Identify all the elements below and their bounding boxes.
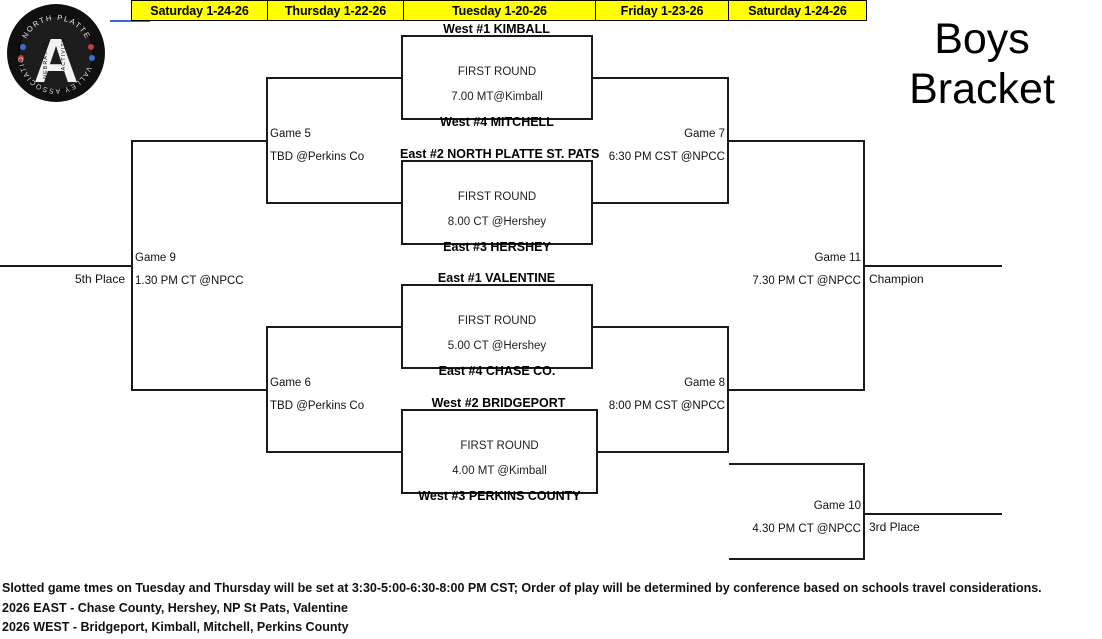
game9-line-bottom [131, 389, 267, 391]
game6-line-bottom [266, 451, 402, 453]
blue-divider-rule [110, 20, 150, 22]
game11-line-vertical [863, 140, 865, 391]
page-title-line2: Bracket [909, 65, 1055, 113]
game7-line-bottom [593, 202, 729, 204]
game7-name: Game 7 [684, 128, 725, 140]
game8-label: Game 8 8:00 PM CST @NPCC [547, 377, 725, 412]
game7-time: 6:30 PM CST @NPCC [608, 151, 725, 163]
game8-time: 8:00 PM CST @NPCC [608, 400, 725, 412]
first-round-2-top-team: East #2 NORTH PLATTE ST. PATS [400, 147, 600, 161]
first-round-game-4: FIRST ROUND 4.00 MT @Kimball West #3 PER… [401, 409, 598, 503]
third-place-label: 3rd Place [869, 520, 920, 534]
npva-logo: NORTH PLATTE VALLEY ASSOCIATION A NEBRAS… [7, 4, 105, 102]
date-cell-1: Thursday 1-22-26 [268, 1, 404, 20]
svg-text:A: A [34, 27, 79, 96]
game8-name: Game 8 [684, 377, 725, 389]
game5-name: Game 5 [270, 128, 311, 140]
date-cell-3: Friday 1-23-26 [596, 1, 729, 20]
game5-label: Game 5 TBD @Perkins Co [270, 128, 364, 163]
game5-time: TBD @Perkins Co [270, 151, 365, 163]
first-round-game-1: FIRST ROUND 7.00 MT@Kimball West #4 MITC… [401, 35, 593, 129]
game10-time: 4.30 PM CT @NPCC [752, 523, 861, 535]
footer-line-2: 2026 EAST - Chase County, Hershey, NP St… [2, 600, 348, 615]
game10-line-bottom [729, 558, 865, 560]
date-cell-2: Tuesday 1-20-26 [404, 1, 596, 20]
game8-line-vertical [727, 326, 729, 453]
first-round-game-3: FIRST ROUND 5.00 CT @Hershey East #4 CHA… [401, 284, 593, 378]
game5-line-bottom [266, 202, 402, 204]
svg-text:NEBRASKA: NEBRASKA [43, 41, 49, 79]
game11-line-bottom [729, 389, 865, 391]
game10-name: Game 10 [813, 500, 861, 512]
game11-label: Game 11 7.30 PM CT @NPCC [683, 252, 861, 287]
game6-name: Game 6 [270, 377, 311, 389]
first-round-4-bottom-team: West #3 PERKINS COUNTY [418, 489, 581, 503]
footer-line-1: Slotted game tmes on Tuesday and Thursda… [2, 581, 1042, 595]
first-round-3-bottom-team: East #4 CHASE CO. [438, 364, 556, 378]
game5-line-top [266, 77, 402, 79]
game11-line-top [729, 140, 865, 142]
game11-time: 7.30 PM CT @NPCC [752, 275, 861, 287]
game9-output-line [0, 265, 132, 267]
svg-text:ACTIVITY: ACTIVITY [61, 38, 67, 71]
game5-line-vertical [266, 77, 268, 204]
date-cell-0: Saturday 1-24-26 [132, 1, 268, 20]
first-round-3-round: FIRST ROUND [457, 315, 537, 327]
first-round-2-time: 8.00 CT @Hershey [447, 216, 547, 228]
game11-output-line [865, 265, 1002, 267]
game6-label: Game 6 TBD @Perkins Co [270, 377, 364, 412]
first-round-1-bottom-team: West #4 MITCHELL [440, 115, 554, 129]
first-round-1-round: FIRST ROUND [457, 66, 537, 78]
champion-label: Champion [869, 272, 924, 286]
game8-line-bottom [598, 451, 729, 453]
game9-name: Game 9 [135, 252, 176, 264]
first-round-1-top-team: West #1 KIMBALL [443, 22, 550, 36]
game9-label: Game 9 1.30 PM CT @NPCC [135, 252, 244, 287]
game7-line-top [593, 77, 729, 79]
game6-line-vertical [266, 326, 268, 453]
page-title: Boys Bracket [862, 14, 1102, 114]
game6-time: TBD @Perkins Co [270, 400, 365, 412]
fifth-place-label: 5th Place [74, 272, 125, 286]
first-round-3-time: 5.00 CT @Hershey [447, 340, 547, 352]
game9-line-vertical [131, 140, 133, 391]
footer-notes: Slotted game tmes on Tuesday and Thursda… [2, 579, 1100, 638]
game11-name: Game 11 [814, 252, 861, 264]
game10-output-line [865, 513, 1002, 515]
first-round-2-bottom-team: East #3 HERSHEY [443, 240, 551, 254]
page-title-line1: Boys [934, 15, 1030, 63]
first-round-2-round: FIRST ROUND [457, 191, 537, 203]
game6-line-top [266, 326, 402, 328]
first-round-4-round: FIRST ROUND [460, 440, 539, 452]
logo-graphic: NORTH PLATTE VALLEY ASSOCIATION A NEBRAS… [7, 4, 104, 101]
first-round-1-time: 7.00 MT@Kimball [451, 91, 543, 103]
first-round-4-time: 4.00 MT @Kimball [452, 465, 547, 477]
date-header-strip: Saturday 1-24-26 Thursday 1-22-26 Tuesda… [131, 0, 867, 21]
game9-time: 1.30 PM CT @NPCC [135, 275, 244, 287]
game9-line-top [131, 140, 267, 142]
first-round-3-top-team: East #1 VALENTINE [437, 271, 556, 285]
game10-label: Game 10 4.30 PM CT @NPCC [683, 500, 861, 535]
date-cell-4: Saturday 1-24-26 [729, 1, 866, 20]
first-round-4-top-team: West #2 BRIDGEPORT [431, 396, 566, 410]
first-round-game-2: FIRST ROUND 8.00 CT @Hershey East #3 HER… [401, 160, 593, 254]
game7-label: Game 7 6:30 PM CST @NPCC [547, 128, 725, 163]
footer-line-3: 2026 WEST - Bridgeport, Kimball, Mitchel… [2, 620, 349, 634]
game7-line-vertical [727, 77, 729, 204]
game10-line-vertical [863, 463, 865, 560]
game8-line-top [593, 326, 729, 328]
game10-line-top [729, 463, 865, 465]
